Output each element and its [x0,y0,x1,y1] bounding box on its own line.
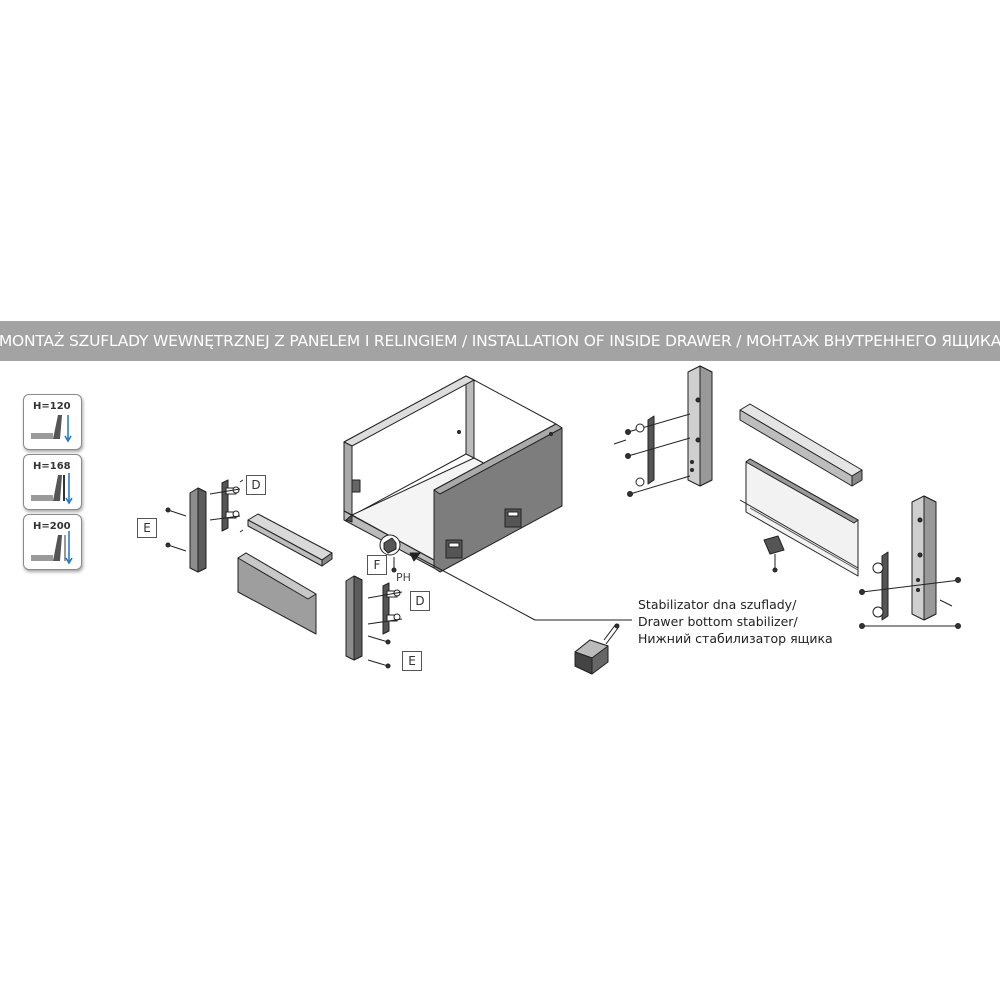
front-panel-right-part [345,575,363,661]
height-card-120: H=120 [23,394,82,450]
stabilizer-detail [379,534,632,621]
connector-bracket-right-b [859,551,961,629]
callout-f: F [367,555,387,575]
relining-rail-right [739,403,863,487]
connector-bracket-right-a [613,413,691,497]
callout-e-bottom: E [402,651,422,671]
caption-line-pl: Stabilizator dna szuflady/ [638,597,797,612]
drawer-height-icon [31,531,73,565]
height-label: H=200 [33,521,71,532]
title-bar: MONTAŻ SZUFLADY WEWNĘTRZNEJ Z PANELEM I … [0,321,1000,361]
height-label: H=168 [33,461,71,472]
drawer-height-icon [31,415,72,443]
height-card-168: H=168 [23,454,82,510]
screw-icon [165,507,187,552]
rear-upright-right [911,495,937,621]
drawer-height-icon [31,473,73,505]
callout-e-left: E [137,518,157,538]
height-card-200: H=200 [23,514,82,570]
height-label: H=120 [33,401,71,412]
stabilizer-enlarged [574,623,620,675]
callout-d-top: D [246,475,266,495]
front-panel-left-part [189,487,207,573]
callout-d-mid: D [410,591,430,611]
side-panel-right [739,458,859,577]
connector-bracket-mid [367,582,403,635]
stabilizer-caption: Stabilizator dna szuflady/ Drawer bottom… [638,596,833,647]
screw-icon [367,635,391,669]
side-panel-left [237,552,317,635]
caption-line-ru: Нижний стабилизатор ящика [638,631,833,646]
rear-upright-left [687,365,713,487]
connector-bracket-top [209,479,244,533]
drawer-box [343,375,563,573]
relining-rail-left [247,513,333,567]
page-title: MONTAŻ SZUFLADY WEWNĘTRZNEJ Z PANELEM I … [0,332,1000,350]
callout-ph: PH [396,571,411,584]
caption-line-en: Drawer bottom stabilizer/ [638,614,798,629]
